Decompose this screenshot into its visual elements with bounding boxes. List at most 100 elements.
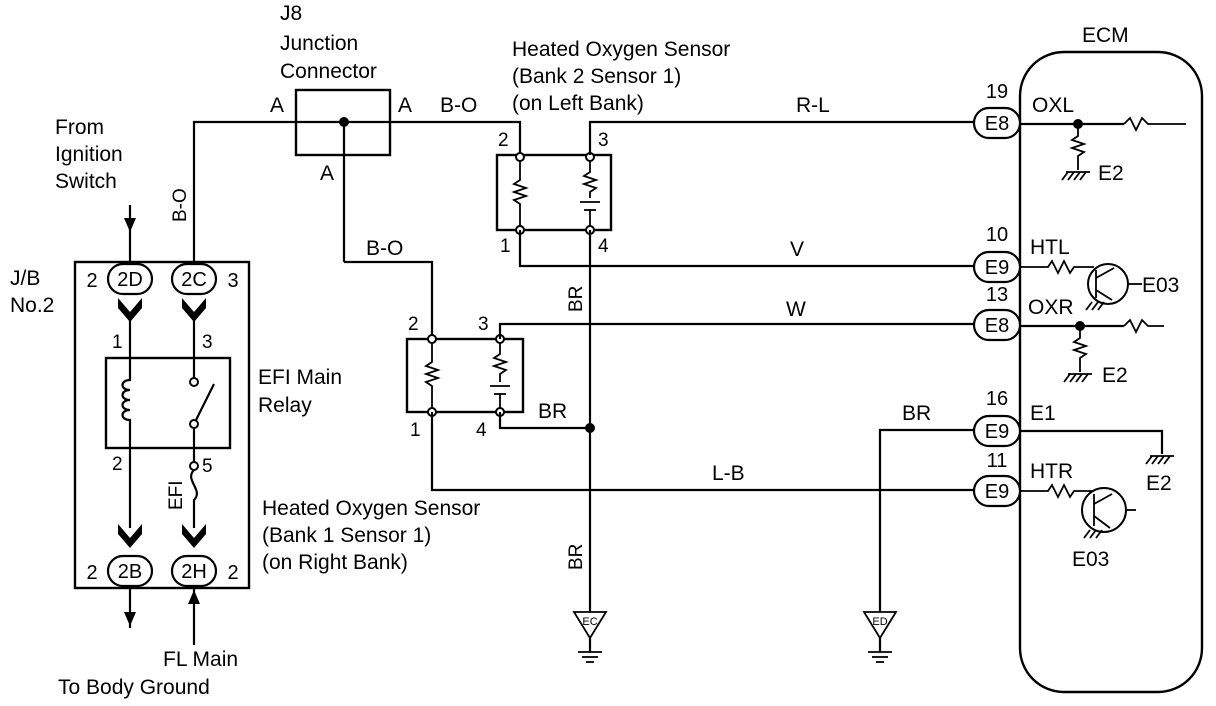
ecm-pin-htr-connector: E9 (985, 481, 1009, 503)
ignition-label-2: Ignition (55, 143, 123, 166)
connector-2c: 2C (181, 269, 207, 291)
ecm-pin-htr-number: 11 (987, 450, 1008, 472)
ecm-htl-circuit: E03 (1020, 258, 1179, 311)
ecm-pin-oxl: E8 19 OXL (972, 81, 1074, 140)
j8-pin-a-right: A (398, 94, 412, 117)
sensor-b2-pin-3: 3 (598, 130, 609, 151)
pin-2d: 2 (86, 270, 97, 292)
ecm-pin-e1-connector: E9 (985, 421, 1009, 443)
ecm-e03-top: E03 (1142, 274, 1179, 297)
ecm-pin-oxr-number: 13 (986, 284, 1008, 306)
wire-l-b (430, 412, 974, 492)
sensor-b1-label-1: Heated Oxygen Sensor (262, 497, 480, 520)
heated-oxygen-sensor-bank2: 2 3 1 4 Heated Oxygen Sensor (Bank 2 Sen… (495, 38, 730, 257)
relay-pin-3: 3 (202, 332, 213, 353)
connector-2b: 2B (118, 561, 142, 583)
sensor-b1-pin-2: 2 (408, 314, 419, 335)
ecm-pin-htl-connector: E9 (985, 257, 1009, 279)
sensor-b1-pin-4: 4 (476, 420, 487, 441)
efi-fuse-label: EFI (166, 480, 187, 510)
ecm-e2-e1: E2 (1146, 472, 1172, 495)
ecm-pin-htl-signal: HTL (1030, 236, 1070, 259)
wire-v (518, 230, 974, 268)
ecm-pin-htr: E9 11 HTR (972, 450, 1073, 508)
pin-2b: 2 (86, 562, 97, 584)
sensor-b2-pin-2: 2 (498, 130, 509, 151)
pin-2c: 3 (227, 270, 238, 292)
ignition-input: From Ignition Switch (55, 116, 136, 262)
jb-label-1: J/B (10, 267, 40, 290)
wire-w-label: W (786, 298, 806, 321)
sensor-b2-pin-4: 4 (598, 236, 609, 257)
body-ground-label: To Body Ground (58, 676, 210, 699)
ecm-pin-htl: E9 10 HTL (972, 224, 1070, 284)
relay-label-2: Relay (258, 394, 312, 417)
j8-pin-a-bottom: A (320, 162, 334, 185)
sensor-b2-label-3: (on Left Bank) (512, 92, 644, 115)
sensor-b2-label-1: Heated Oxygen Sensor (512, 38, 730, 61)
junction-block-2: J/B No.2 2D 2 2C 3 2B 2 2H 2 (10, 260, 251, 590)
ignition-label-3: Switch (55, 170, 117, 193)
ignition-label-1: From (55, 116, 104, 139)
ecm-pin-oxr-connector: E8 (985, 315, 1009, 337)
relay-label-1: EFI Main (258, 366, 342, 389)
j8-label-3: Connector (280, 60, 377, 83)
ecm-pin-oxr: E8 13 OXR (972, 284, 1074, 342)
ecm-pin-e1-signal: E1 (1030, 402, 1056, 425)
pin-2h: 2 (227, 562, 238, 584)
ecm-pin-e1-number: 16 (986, 388, 1008, 410)
ecm: ECM (1018, 24, 1204, 694)
relay-pin-1: 1 (112, 332, 123, 353)
body-ground-output: FL Main To Body Ground (58, 588, 238, 699)
ecm-title: ECM (1082, 24, 1129, 47)
wire-w (498, 322, 974, 339)
ground-ed: ED (862, 611, 898, 663)
ecm-htr-circuit: E03 (1020, 482, 1136, 571)
wire-br-horizontal: BR (538, 400, 567, 423)
heated-oxygen-sensor-bank1: 2 3 1 4 Heated Oxygen Sensor (Bank 1 Sen… (262, 314, 525, 574)
sensor-b1-label-3: (on Right Bank) (262, 551, 408, 574)
efi-main-relay: 1 3 2 5 EFI Main Relay EFI (104, 332, 342, 510)
wire-br-vertical-2: BR (566, 544, 587, 570)
ecm-pin-oxl-connector: E8 (985, 113, 1009, 135)
wire-r-l (588, 120, 974, 155)
ground-ed-label: ED (872, 616, 887, 628)
ecm-oxl-circuit: E2 (1020, 116, 1186, 185)
ecm-pin-oxl-number: 19 (986, 81, 1008, 103)
wire-r-l-label: R-L (796, 94, 830, 117)
j8-label-2: Junction (280, 32, 358, 55)
ecm-pin-oxl-signal: OXL (1032, 94, 1074, 117)
ecm-e2-top: E2 (1098, 162, 1124, 185)
connector-2h: 2H (181, 561, 207, 583)
sensor-b2-pin-1: 1 (500, 236, 511, 257)
wire-l-b-label: L-B (712, 462, 745, 485)
ecm-pin-htl-number: 10 (986, 224, 1008, 246)
ecm-e2-mid: E2 (1102, 364, 1128, 387)
j8-pin-a-left: A (270, 94, 284, 117)
sensor-b1-pin-1: 1 (410, 420, 421, 441)
sensor-b1-label-2: (Bank 1 Sensor 1) (262, 524, 431, 547)
wire-br-e1: BR (902, 402, 931, 425)
relay-pin-5: 5 (202, 456, 213, 477)
j8-label-1: J8 (280, 2, 302, 25)
sensor-b1-pin-3: 3 (478, 314, 489, 335)
ecm-pin-htr-signal: HTR (1030, 460, 1073, 483)
jb-label-2: No.2 (10, 294, 54, 317)
wire-br-vertical-1: BR (566, 286, 587, 312)
ecm-oxr-circuit: E2 (1020, 318, 1164, 387)
j8-junction-connector: J8 Junction Connector A A A (270, 2, 412, 262)
fl-main-label: FL Main (163, 648, 238, 671)
ecm-e03-bottom: E03 (1072, 548, 1109, 571)
sensor-b2-label-2: (Bank 2 Sensor 1) (512, 65, 681, 88)
ecm-pin-oxr-signal: OXR (1028, 296, 1074, 319)
ground-ec-label: EC (582, 616, 597, 628)
ecm-pin-e1: E9 16 E1 (972, 388, 1056, 448)
ecm-e1-circuit: E2 (1020, 429, 1174, 495)
wire-b-o-top: B-O (440, 94, 477, 117)
wire-v-label: V (790, 238, 804, 261)
ground-ec: EC (572, 611, 608, 663)
connector-2d: 2D (117, 269, 143, 291)
wire-b-o-mid: B-O (366, 237, 403, 260)
